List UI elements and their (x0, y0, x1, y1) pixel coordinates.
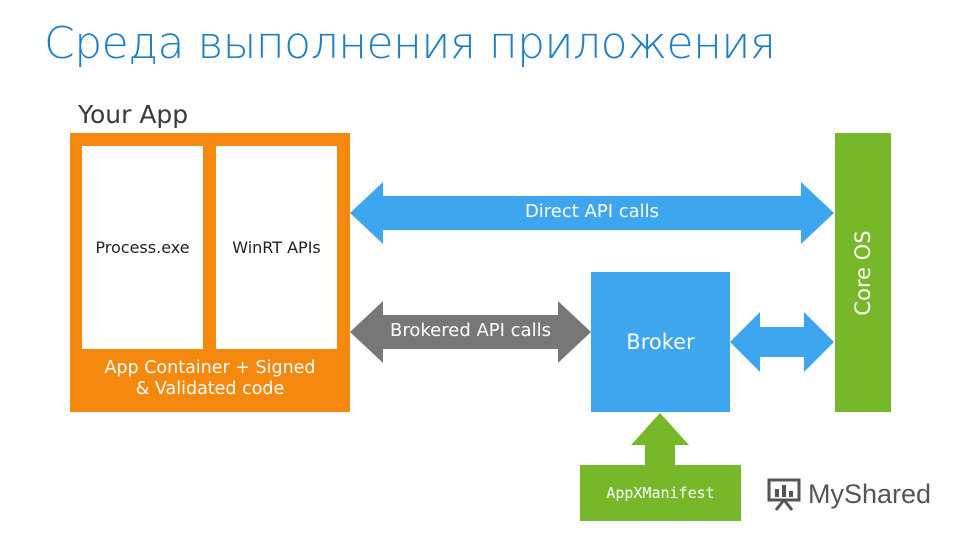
process-exe-label: Process.exe (95, 238, 190, 257)
brokered-api-label: Brokered API calls (390, 320, 551, 341)
process-exe-box: Process.exe (82, 146, 203, 349)
app-container-box: Process.exe WinRT APIs App Container + S… (70, 133, 350, 412)
broker-box: Broker (591, 272, 730, 412)
manifest-up-arrow (631, 413, 689, 466)
your-app-label: Your App (78, 100, 189, 129)
watermark-text: MyShared (808, 478, 932, 509)
direct-api-label: Direct API calls (524, 201, 660, 222)
direct-api-arrow (350, 182, 834, 244)
app-container-caption-line2: & Validated code (135, 379, 285, 399)
app-container-caption-line1: App Container + Signed (104, 358, 316, 378)
appxmanifest-label: AppXManifest (606, 484, 715, 502)
winrt-apis-label: WinRT APIs (232, 238, 321, 257)
brokered-api-arrow (350, 301, 591, 363)
core-os-box: Core OS (835, 133, 891, 412)
winrt-apis-box: WinRT APIs (216, 146, 337, 349)
app-container-caption: App Container + Signed & Validated code (70, 358, 350, 400)
broker-core-arrow (730, 312, 834, 372)
myshared-watermark: MyShared (766, 474, 931, 514)
broker-label: Broker (626, 330, 695, 354)
presentation-board-icon (767, 478, 801, 511)
appxmanifest-box: AppXManifest (580, 465, 741, 521)
core-os-label: Core OS (851, 229, 875, 316)
page-title: Среда выполнения приложения (44, 18, 776, 69)
